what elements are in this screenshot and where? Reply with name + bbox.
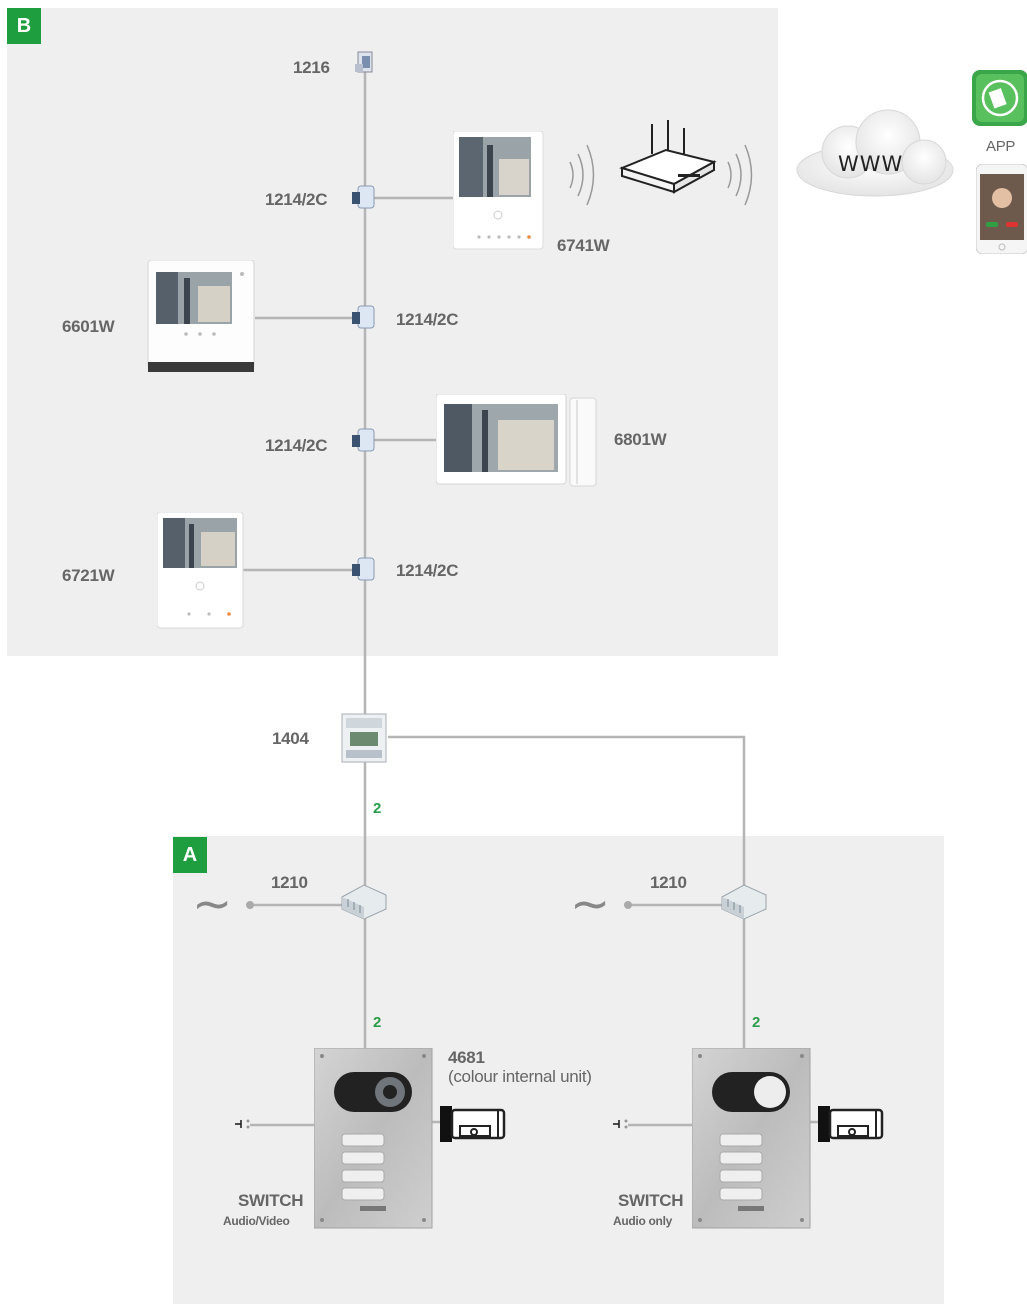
label-tap-4: 1214/2C	[396, 561, 459, 580]
ac-symbol-left: ~	[192, 876, 233, 932]
panel-left-subtitle: Audio/Video	[223, 1214, 290, 1228]
label-1210-left: 1210	[271, 873, 308, 892]
panel-left-title: SWITCH	[238, 1191, 304, 1210]
label-6801w: 6801W	[614, 430, 667, 449]
wifi-signal-left-icon	[560, 140, 610, 215]
tap-connector-3	[350, 427, 378, 458]
panel-right-title: SWITCH	[618, 1191, 684, 1210]
module-1210-left	[340, 883, 388, 926]
zone-a	[173, 836, 944, 1304]
power-supply-1404	[338, 710, 390, 771]
panel-right-subtitle: Audio only	[613, 1214, 672, 1228]
www-label: WWW	[838, 152, 903, 176]
wire-count-right: 2	[752, 1014, 761, 1031]
wifi-signal-right-icon	[718, 140, 768, 215]
app-label: APP	[986, 138, 1016, 155]
module-1210-right	[720, 883, 768, 926]
door-lock-right	[818, 1104, 888, 1151]
tap-connector-4	[350, 556, 378, 587]
door-panel-audio-video	[313, 1047, 434, 1235]
router-icon	[618, 118, 718, 203]
label-6721w: 6721W	[62, 566, 115, 585]
wire-count-left: 2	[373, 1014, 382, 1031]
label-tap-1: 1214/2C	[265, 190, 328, 209]
cloud-icon: WWW	[790, 108, 960, 213]
zone-b	[7, 8, 778, 656]
label-4681: 4681	[448, 1048, 485, 1067]
label-4681-desc: (colour internal unit)	[448, 1067, 592, 1086]
label-1404: 1404	[272, 729, 309, 748]
exit-button-left	[232, 1116, 252, 1137]
switch-1216-device	[354, 50, 378, 81]
smartphone-icon	[975, 163, 1027, 259]
ac-symbol-right: ~	[570, 876, 611, 932]
exit-button-right	[610, 1116, 630, 1137]
tap-connector-1	[350, 184, 378, 215]
monitor-6741w	[452, 130, 545, 256]
monitor-6601w	[146, 259, 258, 379]
wire-count-top: 2	[373, 800, 382, 817]
app-icon[interactable]	[972, 70, 1027, 131]
tap-connector-2	[350, 304, 378, 335]
door-panel-audio-only	[691, 1047, 812, 1235]
label-1216: 1216	[293, 58, 330, 77]
door-lock-left	[440, 1104, 510, 1151]
label-tap-2: 1214/2C	[396, 310, 459, 329]
monitor-6801w	[435, 393, 598, 493]
label-6741w: 6741W	[557, 236, 610, 255]
zone-a-badge: A	[173, 837, 207, 873]
monitor-6721w	[156, 511, 245, 635]
label-6601w: 6601W	[62, 317, 115, 336]
zone-b-badge: B	[7, 8, 41, 44]
label-tap-3: 1214/2C	[265, 436, 328, 455]
label-1210-right: 1210	[650, 873, 687, 892]
